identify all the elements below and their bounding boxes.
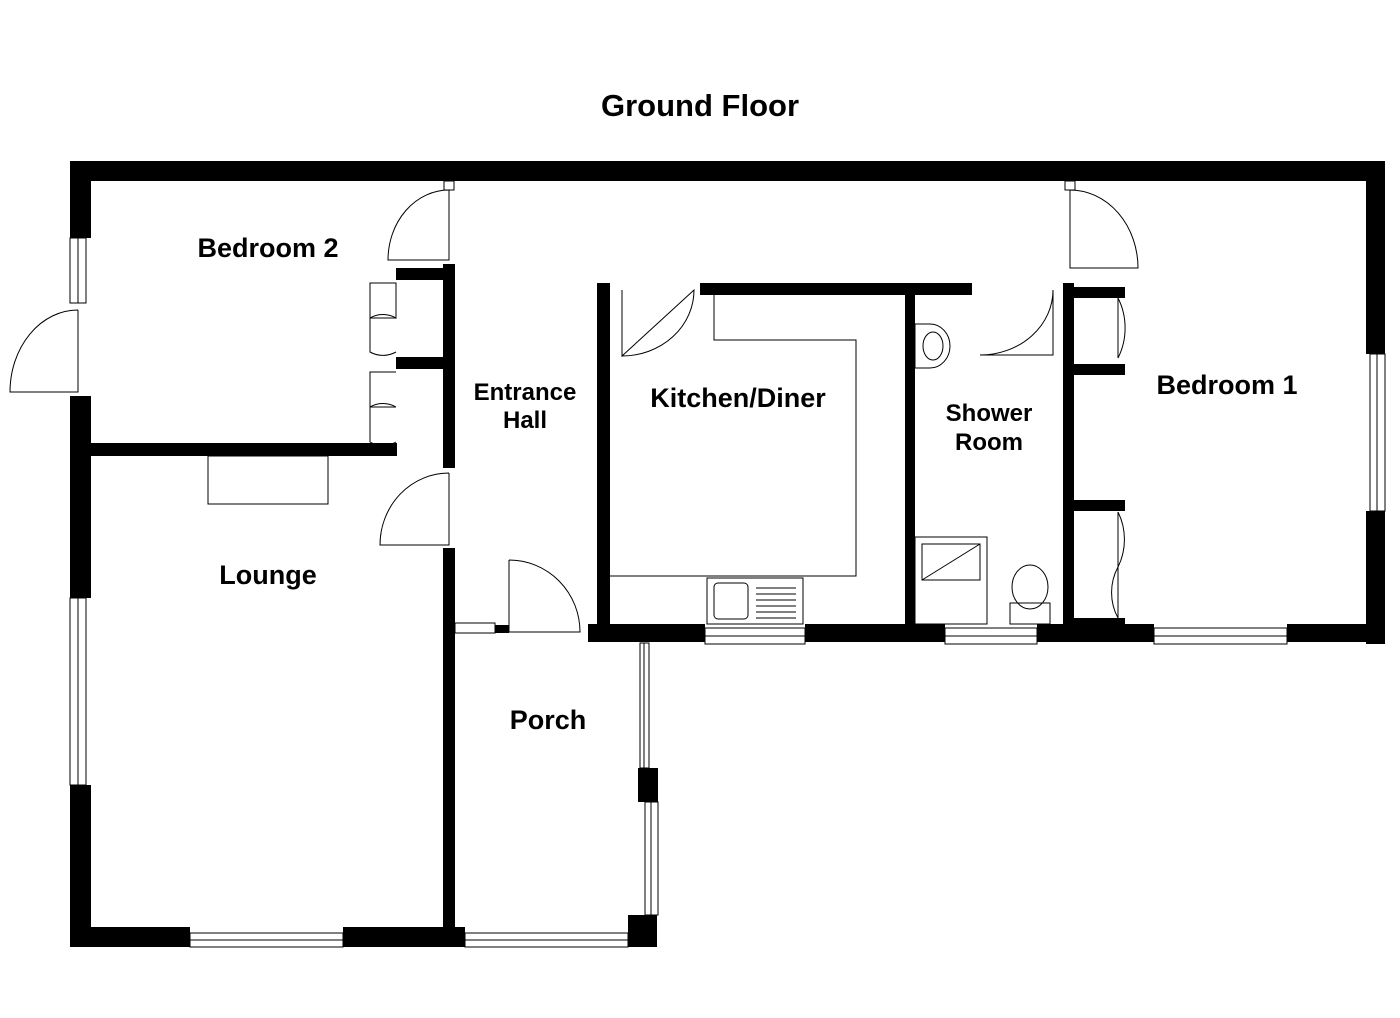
door-bed1 <box>1069 189 1139 269</box>
wall-kitchen-west <box>597 283 610 642</box>
wall-bottom-lounge-right <box>343 927 465 947</box>
window-porch-hall <box>454 622 496 634</box>
walls <box>70 161 1385 947</box>
door-wardrobe-bed1-a <box>1117 297 1126 359</box>
label-shower-room-2: Room <box>955 429 1023 456</box>
wall-bed1-wardrobe-a <box>1063 287 1125 298</box>
wall-lounge-east <box>443 548 455 947</box>
label-bedroom-2: Bedroom 2 <box>197 233 338 263</box>
toilet <box>1009 564 1051 625</box>
wall-top <box>70 161 1385 181</box>
wall-shower-bed1 <box>1063 283 1074 642</box>
label-entrance-hall-2: Hall <box>503 407 547 434</box>
door-wardrobe-bed2-b <box>369 317 397 356</box>
wall-kitchen-shower <box>905 291 915 642</box>
wall-right-lower <box>1366 511 1385 644</box>
door-wardrobe-bed1-b <box>1117 511 1125 568</box>
floor-title: Ground Floor <box>601 88 799 123</box>
door-bed2-external <box>9 309 79 393</box>
basin <box>914 323 951 369</box>
wall-bottom-kitchen-a <box>588 624 705 642</box>
wall-bed1-wardrobe-c <box>1063 500 1125 511</box>
wall-right-upper <box>1366 161 1385 354</box>
label-lounge: Lounge <box>219 560 316 590</box>
wall-left-top <box>70 161 91 238</box>
door-wardrobe-bed2-c <box>369 371 397 408</box>
wall-kitchen-top <box>700 283 972 295</box>
door-wardrobe-bed2-a <box>369 282 397 319</box>
fixtures <box>207 295 1051 625</box>
fireplace <box>207 455 329 505</box>
door-porch <box>508 559 581 633</box>
wall-bottom-lounge-left <box>70 927 190 947</box>
door-wardrobe-bed1-c <box>1111 566 1119 619</box>
kitchen-sink-unit <box>706 577 804 625</box>
label-bedroom-1: Bedroom 1 <box>1156 370 1297 400</box>
door-kitchen <box>621 288 695 358</box>
wall-bed2-wardrobe-b <box>396 357 455 369</box>
wall-bottom-bed1-b <box>1287 624 1385 642</box>
wall-left-mid <box>70 396 91 598</box>
label-entrance-hall-1: Entrance <box>474 379 577 406</box>
door-lounge <box>379 472 450 546</box>
wall-bottom-porch-right <box>628 915 657 947</box>
door-bed2-hall <box>387 189 450 261</box>
wall-porch-right-block <box>638 768 658 802</box>
drainer <box>756 587 796 619</box>
kitchen-worktop <box>610 295 857 577</box>
wall-hall-stub <box>443 456 455 468</box>
wall-bottom-kitchen-b <box>805 624 945 642</box>
label-kitchen-diner: Kitchen/Diner <box>650 383 826 413</box>
windows <box>69 237 1386 948</box>
door-wardrobe-bed2-d <box>369 406 397 446</box>
wall-bed2-lounge <box>91 443 397 456</box>
wall-bed2-wardrobe-a <box>396 268 455 280</box>
wall-left-low <box>70 785 91 947</box>
label-porch: Porch <box>510 705 587 735</box>
kitchen-sink-bowl <box>713 582 749 620</box>
door-shower <box>979 289 1054 356</box>
shower-tray <box>914 536 988 625</box>
wall-bed1-wardrobe-b <box>1063 364 1125 375</box>
wall-bed1-wardrobe-d <box>1063 618 1125 642</box>
doors <box>9 180 1139 633</box>
room-labels: Bedroom 2 Entrance Hall Kitchen/Diner Sh… <box>197 233 1297 735</box>
label-shower-room-1: Shower <box>946 400 1033 427</box>
